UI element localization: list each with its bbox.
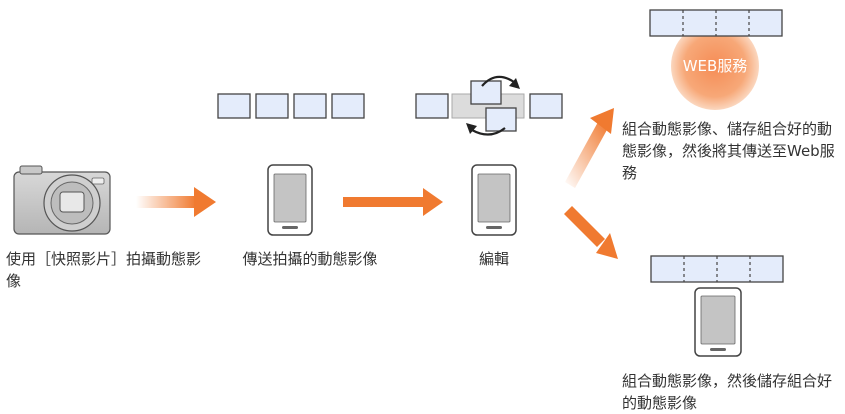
arrow-edit-to-upload	[565, 108, 614, 188]
arrow-edit-to-save	[564, 206, 618, 259]
rearrange-icon	[415, 75, 563, 136]
smartphone-icon	[267, 164, 313, 236]
smartphone-icon	[694, 287, 742, 357]
film-strip-icon	[649, 9, 783, 37]
camera-icon	[13, 165, 111, 235]
step-send-label: 傳送拍攝的動態影像	[242, 250, 378, 268]
step-save-label: 組合動態影像，然後儲存組合好的動態影像	[622, 372, 833, 412]
web-service-label: WEB服務	[683, 57, 748, 75]
arrow-record-to-send	[136, 187, 216, 217]
smartphone-icon	[471, 164, 517, 236]
arrow-send-to-edit	[343, 188, 443, 216]
step-upload-label: 組合動態影像、儲存組合好的動態影像，然後將其傳送至Web服務	[622, 120, 835, 182]
film-strip-icon	[650, 255, 784, 283]
web-service-badge: WEB服務	[671, 22, 759, 110]
step-record-label: 使用［快照影片］拍攝動態影像	[6, 250, 202, 290]
clip-strip-send	[217, 93, 365, 119]
step-edit-label: 編輯	[478, 250, 509, 268]
